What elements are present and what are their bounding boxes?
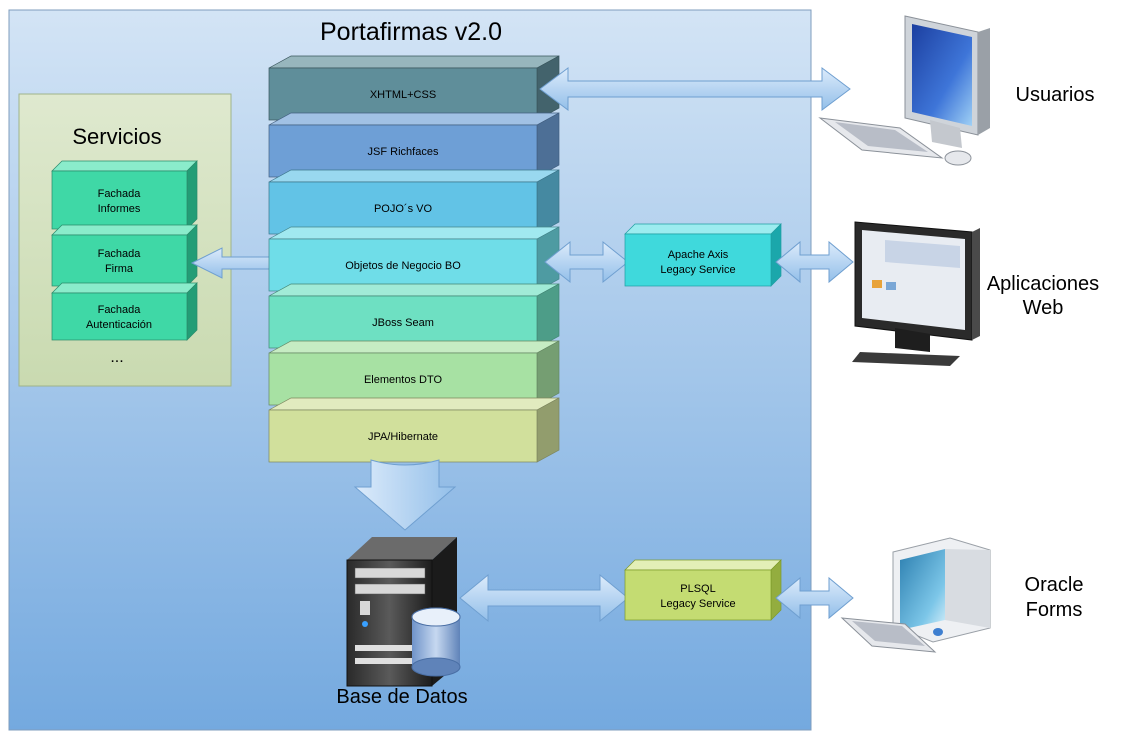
usuarios-label: Usuarios	[1016, 84, 1095, 106]
arrow-plsql-oracle	[775, 576, 854, 620]
layer-top-face	[268, 283, 560, 297]
layer-top-face	[268, 169, 560, 183]
layer-label: Elementos DTO	[364, 374, 442, 386]
service-box-informes: Fachada Informes	[51, 160, 198, 230]
panel-title: Portafirmas v2.0	[320, 18, 502, 46]
service-autenticacion-line2: Autenticación	[86, 319, 152, 331]
layer-box: JPA/Hibernate	[268, 397, 560, 463]
layer-box: POJO´s VO	[268, 169, 560, 235]
layer-front-face	[268, 352, 538, 406]
services-title: Servicios	[72, 124, 161, 149]
lcd-monitor-icon	[852, 221, 980, 366]
layer-front-face	[268, 295, 538, 349]
layer-front-face	[268, 181, 538, 235]
layer-label: POJO´s VO	[374, 203, 433, 215]
layer-top-face	[268, 112, 560, 126]
service-informes-line2: Informes	[98, 203, 141, 215]
layer-label: JBoss Seam	[372, 317, 434, 329]
services-more: ...	[110, 349, 123, 366]
oracle-label-line2: Forms	[1026, 599, 1083, 621]
layer-label: Objetos de Negocio BO	[345, 260, 461, 272]
crt-computer-icon	[840, 537, 991, 653]
layer-box: JBoss Seam	[268, 283, 560, 349]
plsql-line1: PLSQL	[680, 583, 715, 595]
layer-label: JSF Richfaces	[368, 146, 439, 158]
layer-label: XHTML+CSS	[370, 89, 436, 101]
arrow-axis-web	[775, 240, 854, 284]
axis-line2: Legacy Service	[660, 264, 735, 276]
desktop-computer-icon	[818, 15, 990, 166]
service-informes-line1: Fachada	[98, 188, 142, 200]
layer-top-face	[268, 226, 560, 240]
layer-box: Elementos DTO	[268, 340, 560, 406]
apache-axis-service-box: Apache Axis Legacy Service	[624, 223, 782, 287]
web-label-line2: Web	[1023, 297, 1064, 319]
service-firma-line1: Fachada	[98, 248, 142, 260]
service-box-autenticacion: Fachada Autenticación	[51, 282, 198, 341]
plsql-service-box: PLSQL Legacy Service	[624, 559, 782, 621]
layer-top-face	[268, 397, 560, 411]
database-label: Base de Datos	[336, 686, 467, 708]
service-autenticacion-line1: Fachada	[98, 304, 142, 316]
layer-box: JSF Richfaces	[268, 112, 560, 178]
layer-front-face	[268, 409, 538, 463]
service-box-firma: Fachada Firma	[51, 224, 198, 287]
layer-box: Objetos de Negocio BO	[268, 226, 560, 292]
oracle-label-line1: Oracle	[1025, 574, 1084, 596]
layer-top-face	[268, 55, 560, 69]
layer-front-face	[268, 238, 538, 292]
service-firma-line2: Firma	[105, 263, 134, 275]
layer-top-face	[268, 340, 560, 354]
arrow-stack-to-database	[353, 459, 457, 531]
plsql-line2: Legacy Service	[660, 598, 735, 610]
arrow-xhtml-usuarios	[539, 67, 851, 111]
axis-line1: Apache Axis	[668, 249, 729, 261]
database-server-icon	[346, 537, 461, 687]
web-label-line1: Aplicaciones	[987, 273, 1099, 295]
layer-label: JPA/Hibernate	[368, 431, 438, 443]
layer-box: XHTML+CSS	[268, 55, 560, 121]
